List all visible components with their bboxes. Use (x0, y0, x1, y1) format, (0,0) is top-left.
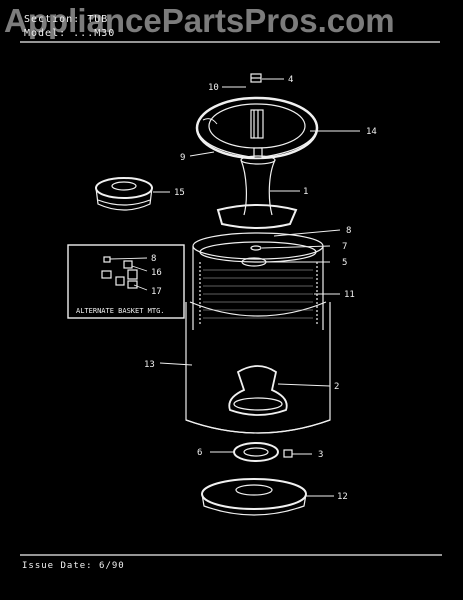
part-6-ring (233, 442, 279, 462)
part-4-nut (250, 73, 262, 83)
callout-14: 14 (366, 127, 377, 137)
callout-10: 10 (208, 83, 219, 93)
part-12-bottom-cover (201, 478, 307, 516)
model-label: Model: ...M30 (24, 28, 115, 39)
callout-12: 12 (337, 492, 348, 502)
basket-mesh-texture (203, 269, 313, 319)
part-3-nut (283, 449, 293, 458)
callout-6: 6 (197, 448, 202, 458)
model-value: ...M30 (73, 28, 116, 39)
inset-alternate-basket-mounting (67, 244, 185, 319)
leader-lines (109, 78, 360, 497)
callout-7: 7 (342, 242, 347, 252)
part-2-agitator-base (228, 365, 288, 416)
section-label: Section: TUB (24, 14, 108, 25)
callout-9: 9 (180, 153, 185, 163)
inset-caption: ALTERNATE BASKET MTG. (76, 307, 165, 315)
callout-1: 1 (303, 187, 308, 197)
section-label-text: Section: (24, 14, 81, 25)
callout-17: 17 (151, 287, 162, 297)
callout-5: 5 (342, 258, 347, 268)
part-7-washer (250, 245, 262, 251)
part-13-outer-tub (185, 301, 331, 434)
callout-11: 11 (344, 290, 355, 300)
agitator-shaft (250, 109, 264, 159)
callout-8: 8 (346, 226, 351, 236)
callout-16: 16 (151, 268, 162, 278)
callout-8-inset: 8 (151, 254, 156, 264)
issue-date: Issue Date: 6/90 (22, 561, 125, 571)
watermark: AppliancePartsPros.com (4, 2, 395, 39)
callout-3: 3 (318, 450, 323, 460)
callout-13: 13 (144, 360, 155, 370)
part-15-cap (95, 177, 153, 211)
callout-numbers: 4 10 14 9 1 15 8 7 5 11 13 2 6 3 12 8 16… (76, 75, 377, 502)
callout-2: 2 (334, 382, 339, 392)
section-value: TUB (87, 14, 109, 25)
part-1-agitator-tube (216, 155, 298, 229)
model-label-text: Model: (24, 28, 67, 39)
callout-15: 15 (174, 188, 185, 198)
callout-4: 4 (288, 75, 293, 85)
